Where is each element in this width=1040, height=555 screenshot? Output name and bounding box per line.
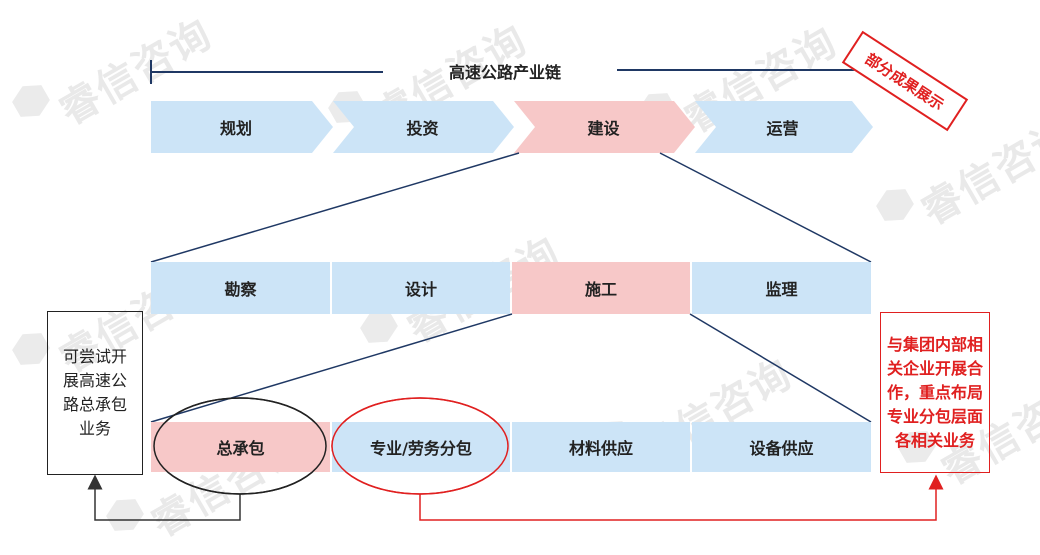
exec-cell-general-contract-bg	[151, 422, 330, 472]
phase-cell-design-bg	[332, 262, 510, 314]
phase-cell-construction-bg	[512, 262, 690, 314]
chevron-investment	[333, 101, 514, 153]
phase-label-supervision: 监理	[765, 280, 798, 299]
phase-label-construction: 施工	[584, 280, 617, 299]
exec-cell-materials-bg	[512, 422, 690, 472]
arrow-to-right-note	[419, 474, 944, 521]
chevron-planning	[151, 101, 333, 153]
zoom-line-right-2	[689, 313, 872, 423]
highlight-ellipse-subcontract-top	[331, 397, 509, 495]
chevron-construction	[514, 101, 695, 153]
left-note-box: 可尝试开展高速公路总承包业务	[47, 311, 143, 475]
exec-cell-subcontract-bg	[332, 422, 510, 472]
stage-label-investment: 投资	[406, 119, 439, 138]
chevron-operation	[695, 101, 873, 153]
left-note-text: 可尝试开展高速公路总承包业务	[62, 347, 127, 438]
zoom-line-right-1	[659, 152, 872, 263]
exec-label-equipment: 设备供应	[749, 439, 814, 458]
phase-label-survey: 勘察	[224, 280, 257, 299]
exec-label-subcontract: 专业/劳务分包	[370, 439, 472, 458]
chain-title: 高速公路产业链	[448, 63, 561, 82]
stage-label-planning: 规划	[219, 119, 252, 138]
phase-cell-supervision-bg	[692, 262, 871, 314]
zoom-line-left-2	[150, 313, 513, 423]
stage-label-operation: 运营	[766, 119, 799, 138]
exec-label-materials: 材料供应	[568, 439, 633, 458]
right-note-text: 与集团内部相关企业开展合作，重点布局专业分包层面各相关业务	[887, 334, 984, 450]
right-note-box: 与集团内部相关企业开展合作，重点布局专业分包层面各相关业务	[880, 312, 990, 473]
phase-cell-survey-bg	[151, 262, 330, 314]
highlight-ellipse-general-contract-top	[153, 397, 327, 495]
exec-label-general-contract: 总承包	[216, 439, 265, 458]
arrow-to-left-note	[87, 474, 241, 521]
exec-cell-equipment-bg	[692, 422, 871, 472]
phase-label-design: 设计	[404, 280, 437, 299]
stage-label-construction: 建设	[587, 119, 620, 138]
zoom-line-left-1	[150, 152, 520, 263]
